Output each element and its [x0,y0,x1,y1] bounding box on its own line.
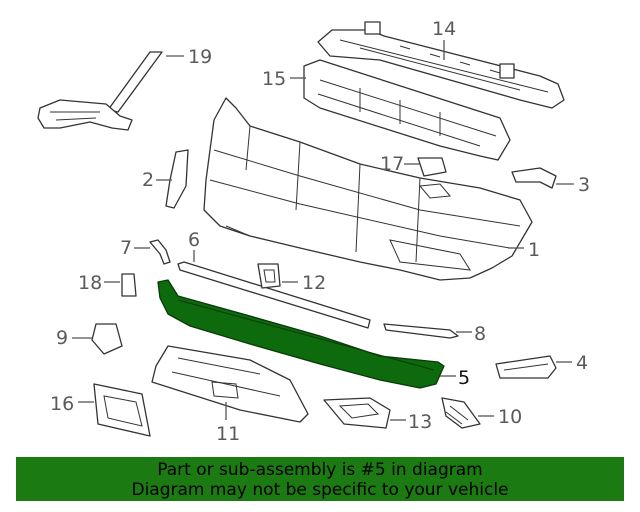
part-19-bracket [37,51,163,131]
part-11-carrier [151,345,309,423]
part-16-plate-bracket [93,383,151,437]
part-13-bezel [323,397,391,429]
part-18-clip [121,273,137,297]
label-9: 9 [56,327,68,349]
label-8: 8 [474,323,486,345]
label-4: 4 [576,352,588,374]
parts-diagram: 14 15 19 1 17 3 2 7 [37,18,590,445]
label-3: 3 [578,174,590,196]
part-3-trim [511,167,557,189]
banner-line-1: Part or sub-assembly is #5 in diagram [157,460,483,480]
part-17-clip [417,157,447,177]
info-banner: Part or sub-assembly is #5 in diagram Di… [16,457,624,501]
part-14-reinforcement [317,21,565,109]
banner-line-2: Diagram may not be specific to your vehi… [131,480,509,500]
part-7-clip [149,239,171,265]
part-10-grille-insert [441,397,481,429]
label-18: 18 [78,272,102,294]
part-15-support [303,59,511,161]
label-2: 2 [142,169,154,191]
part-4-bracket [495,355,557,379]
label-6: 6 [188,229,200,251]
part-6-strip [177,261,371,329]
label-13: 13 [408,411,432,433]
label-12: 12 [302,272,326,294]
part-2-bracket [165,149,189,209]
label-5: 5 [458,367,470,389]
label-11: 11 [216,423,240,445]
label-7: 7 [120,237,132,259]
label-15: 15 [262,68,286,90]
label-14: 14 [432,18,456,40]
label-1: 1 [528,239,540,261]
part-1-bumper-fascia [203,97,533,281]
part-8-strip [383,323,459,339]
label-10: 10 [498,406,522,428]
label-17: 17 [380,153,404,175]
label-19: 19 [188,46,212,68]
part-5-lower-valance [157,279,445,389]
part-12-cap [257,263,281,289]
part-9-bracket [91,323,123,355]
label-16: 16 [50,393,74,415]
